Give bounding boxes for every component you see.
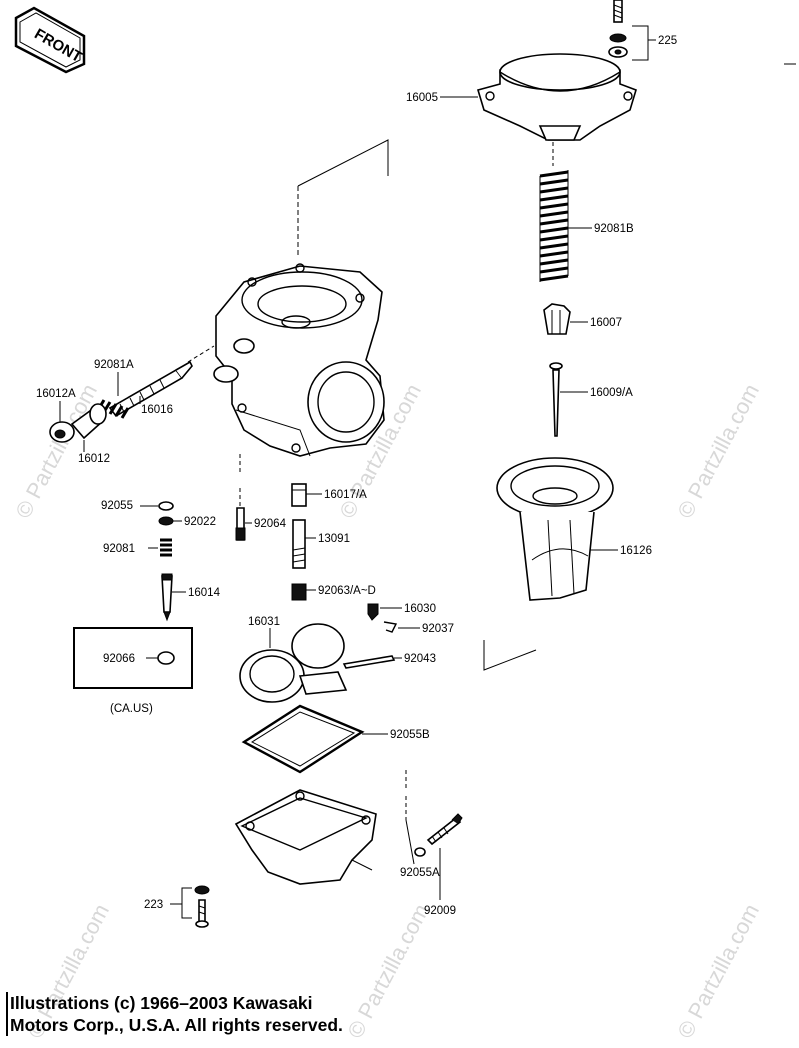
part-label-16016: 16016 bbox=[141, 404, 173, 416]
screw-washer-225 bbox=[608, 0, 628, 58]
part-label-92022: 92022 bbox=[184, 516, 216, 528]
pilot-jet-92064 bbox=[235, 507, 246, 541]
part-label-92081b: 92081B bbox=[594, 223, 634, 235]
watermark-bottom-center: © Partzilla.com bbox=[342, 900, 434, 1043]
part-label-92081: 92081 bbox=[103, 543, 135, 555]
float-16031 bbox=[239, 623, 348, 703]
gasket-92055b bbox=[241, 704, 365, 774]
ca-us-box bbox=[73, 627, 193, 689]
o-ring-92055 bbox=[158, 501, 174, 511]
part-label-92081a: 92081A bbox=[94, 359, 134, 371]
top-cover-16005 bbox=[476, 53, 637, 141]
o-ring-92055a bbox=[414, 847, 426, 857]
part-label-16031: 16031 bbox=[248, 616, 280, 628]
part-label-16009a: 16009/A bbox=[590, 387, 633, 399]
float-valve-16030 bbox=[367, 603, 379, 621]
ca-us-note: (CA.US) bbox=[110, 703, 153, 715]
part-label-92037: 92037 bbox=[422, 623, 454, 635]
needle-holder-16007 bbox=[543, 303, 571, 335]
front-arrow-icon: FRONT bbox=[14, 6, 86, 74]
watermark-top-center: © Partzilla.com bbox=[342, 0, 434, 2]
watermark-top-right: © Partzilla.com bbox=[672, 0, 764, 2]
part-label-16126: 16126 bbox=[620, 545, 652, 557]
vacuum-piston-16126 bbox=[496, 457, 614, 601]
jet-holder-13091 bbox=[292, 519, 306, 569]
watermarks: © Partzilla.com © Partzilla.com © Partzi… bbox=[10, 0, 764, 1042]
jet-needle-16009a bbox=[549, 362, 563, 437]
spring-92081 bbox=[160, 538, 172, 557]
screw-washer-223 bbox=[194, 885, 210, 928]
watermark-left: © Partzilla.com bbox=[10, 380, 102, 523]
cap-16012a bbox=[49, 421, 75, 443]
copyright-notice: Illustrations (c) 1966–2003 Kawasaki Mot… bbox=[6, 992, 343, 1036]
pilot-screw-16014 bbox=[161, 573, 173, 622]
part-label-92063: 92063/A~D bbox=[318, 585, 376, 597]
copyright-line-1: Illustrations (c) 1966–2003 Kawasaki bbox=[10, 993, 313, 1013]
watermark-bottom-right: © Partzilla.com bbox=[672, 900, 764, 1043]
holder-16012 bbox=[70, 403, 107, 440]
spring-92081b bbox=[539, 170, 569, 282]
part-label-92009: 92009 bbox=[424, 905, 456, 917]
part-label-16030: 16030 bbox=[404, 603, 436, 615]
part-label-92064: 92064 bbox=[254, 518, 287, 530]
part-label-225: 225 bbox=[658, 35, 677, 47]
main-jet-92063 bbox=[291, 583, 307, 601]
float-pin-92043 bbox=[342, 655, 396, 669]
watermark-right: © Partzilla.com bbox=[672, 380, 764, 523]
part-label-16014: 16014 bbox=[188, 587, 221, 599]
part-label-92066: 92066 bbox=[103, 653, 135, 665]
part-label-92055b: 92055B bbox=[390, 729, 430, 741]
needle-jet-16017a bbox=[291, 483, 307, 507]
part-label-92043: 92043 bbox=[404, 653, 436, 665]
carburetor-body bbox=[213, 263, 385, 457]
float-bowl bbox=[234, 789, 377, 885]
copyright-line-2: Motors Corp., U.S.A. All rights reserved… bbox=[10, 1015, 343, 1035]
part-label-223: 223 bbox=[144, 899, 163, 911]
part-label-16005: 16005 bbox=[406, 92, 438, 104]
part-label-16012: 16012 bbox=[78, 453, 110, 465]
washer-92022 bbox=[158, 516, 174, 526]
clip-92037 bbox=[383, 621, 398, 633]
part-label-92055: 92055 bbox=[101, 500, 133, 512]
part-label-16007: 16007 bbox=[590, 317, 622, 329]
drain-screw-92009 bbox=[426, 813, 463, 846]
part-label-92055a: 92055A bbox=[400, 867, 440, 879]
part-label-16017a: 16017/A bbox=[324, 489, 367, 501]
part-label-16012a: 16012A bbox=[36, 388, 76, 400]
air-screw-16016 bbox=[108, 360, 193, 418]
part-label-13091: 13091 bbox=[318, 533, 350, 545]
